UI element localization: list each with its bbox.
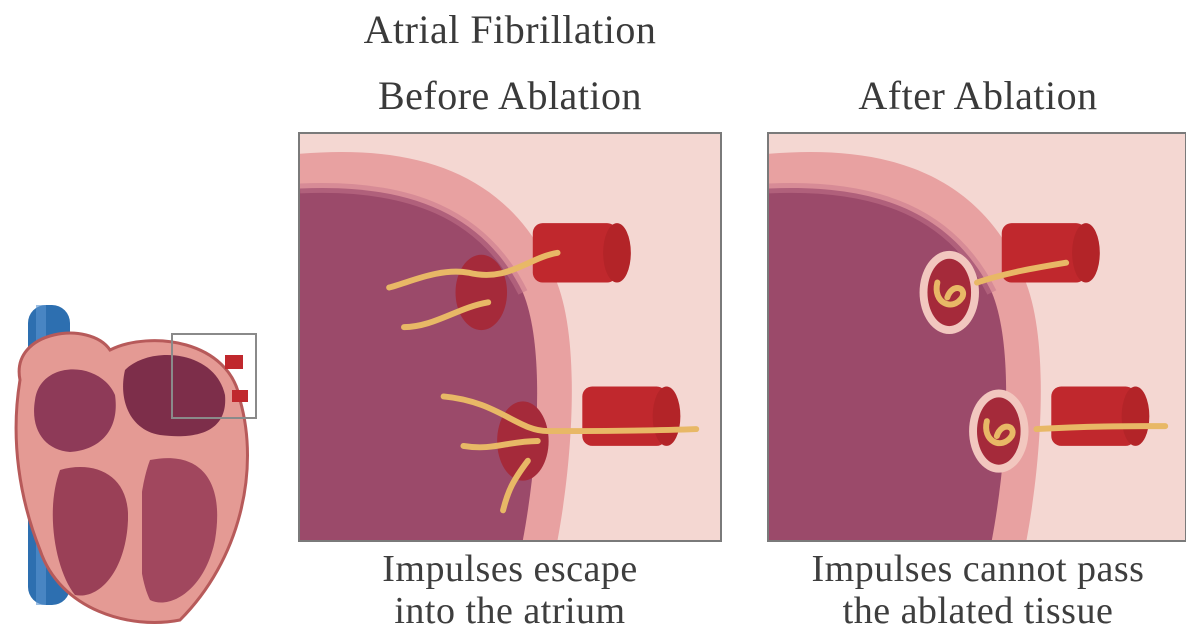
septum [128, 450, 142, 610]
before-ablation-caption: Impulses escape into the atrium [300, 548, 720, 632]
pulmonary-vein-stub [225, 355, 243, 369]
heart-illustration [0, 300, 270, 633]
before-caption-line1: Impulses escape [300, 548, 720, 590]
vein-opening-upper [456, 255, 508, 330]
after-ablation-panel [767, 132, 1186, 542]
after-ablation-caption: Impulses cannot pass the ablated tissue [770, 548, 1186, 632]
after-caption-line1: Impulses cannot pass [770, 548, 1186, 590]
after-ablation-heading: After Ablation [770, 72, 1186, 119]
before-ablation-heading: Before Ablation [300, 72, 720, 119]
before-ablation-panel [298, 132, 722, 542]
after-caption-line2: the ablated tissue [770, 590, 1186, 632]
diagram-title: Atrial Fibrillation [270, 6, 750, 53]
before-caption-line2: into the atrium [300, 590, 720, 632]
